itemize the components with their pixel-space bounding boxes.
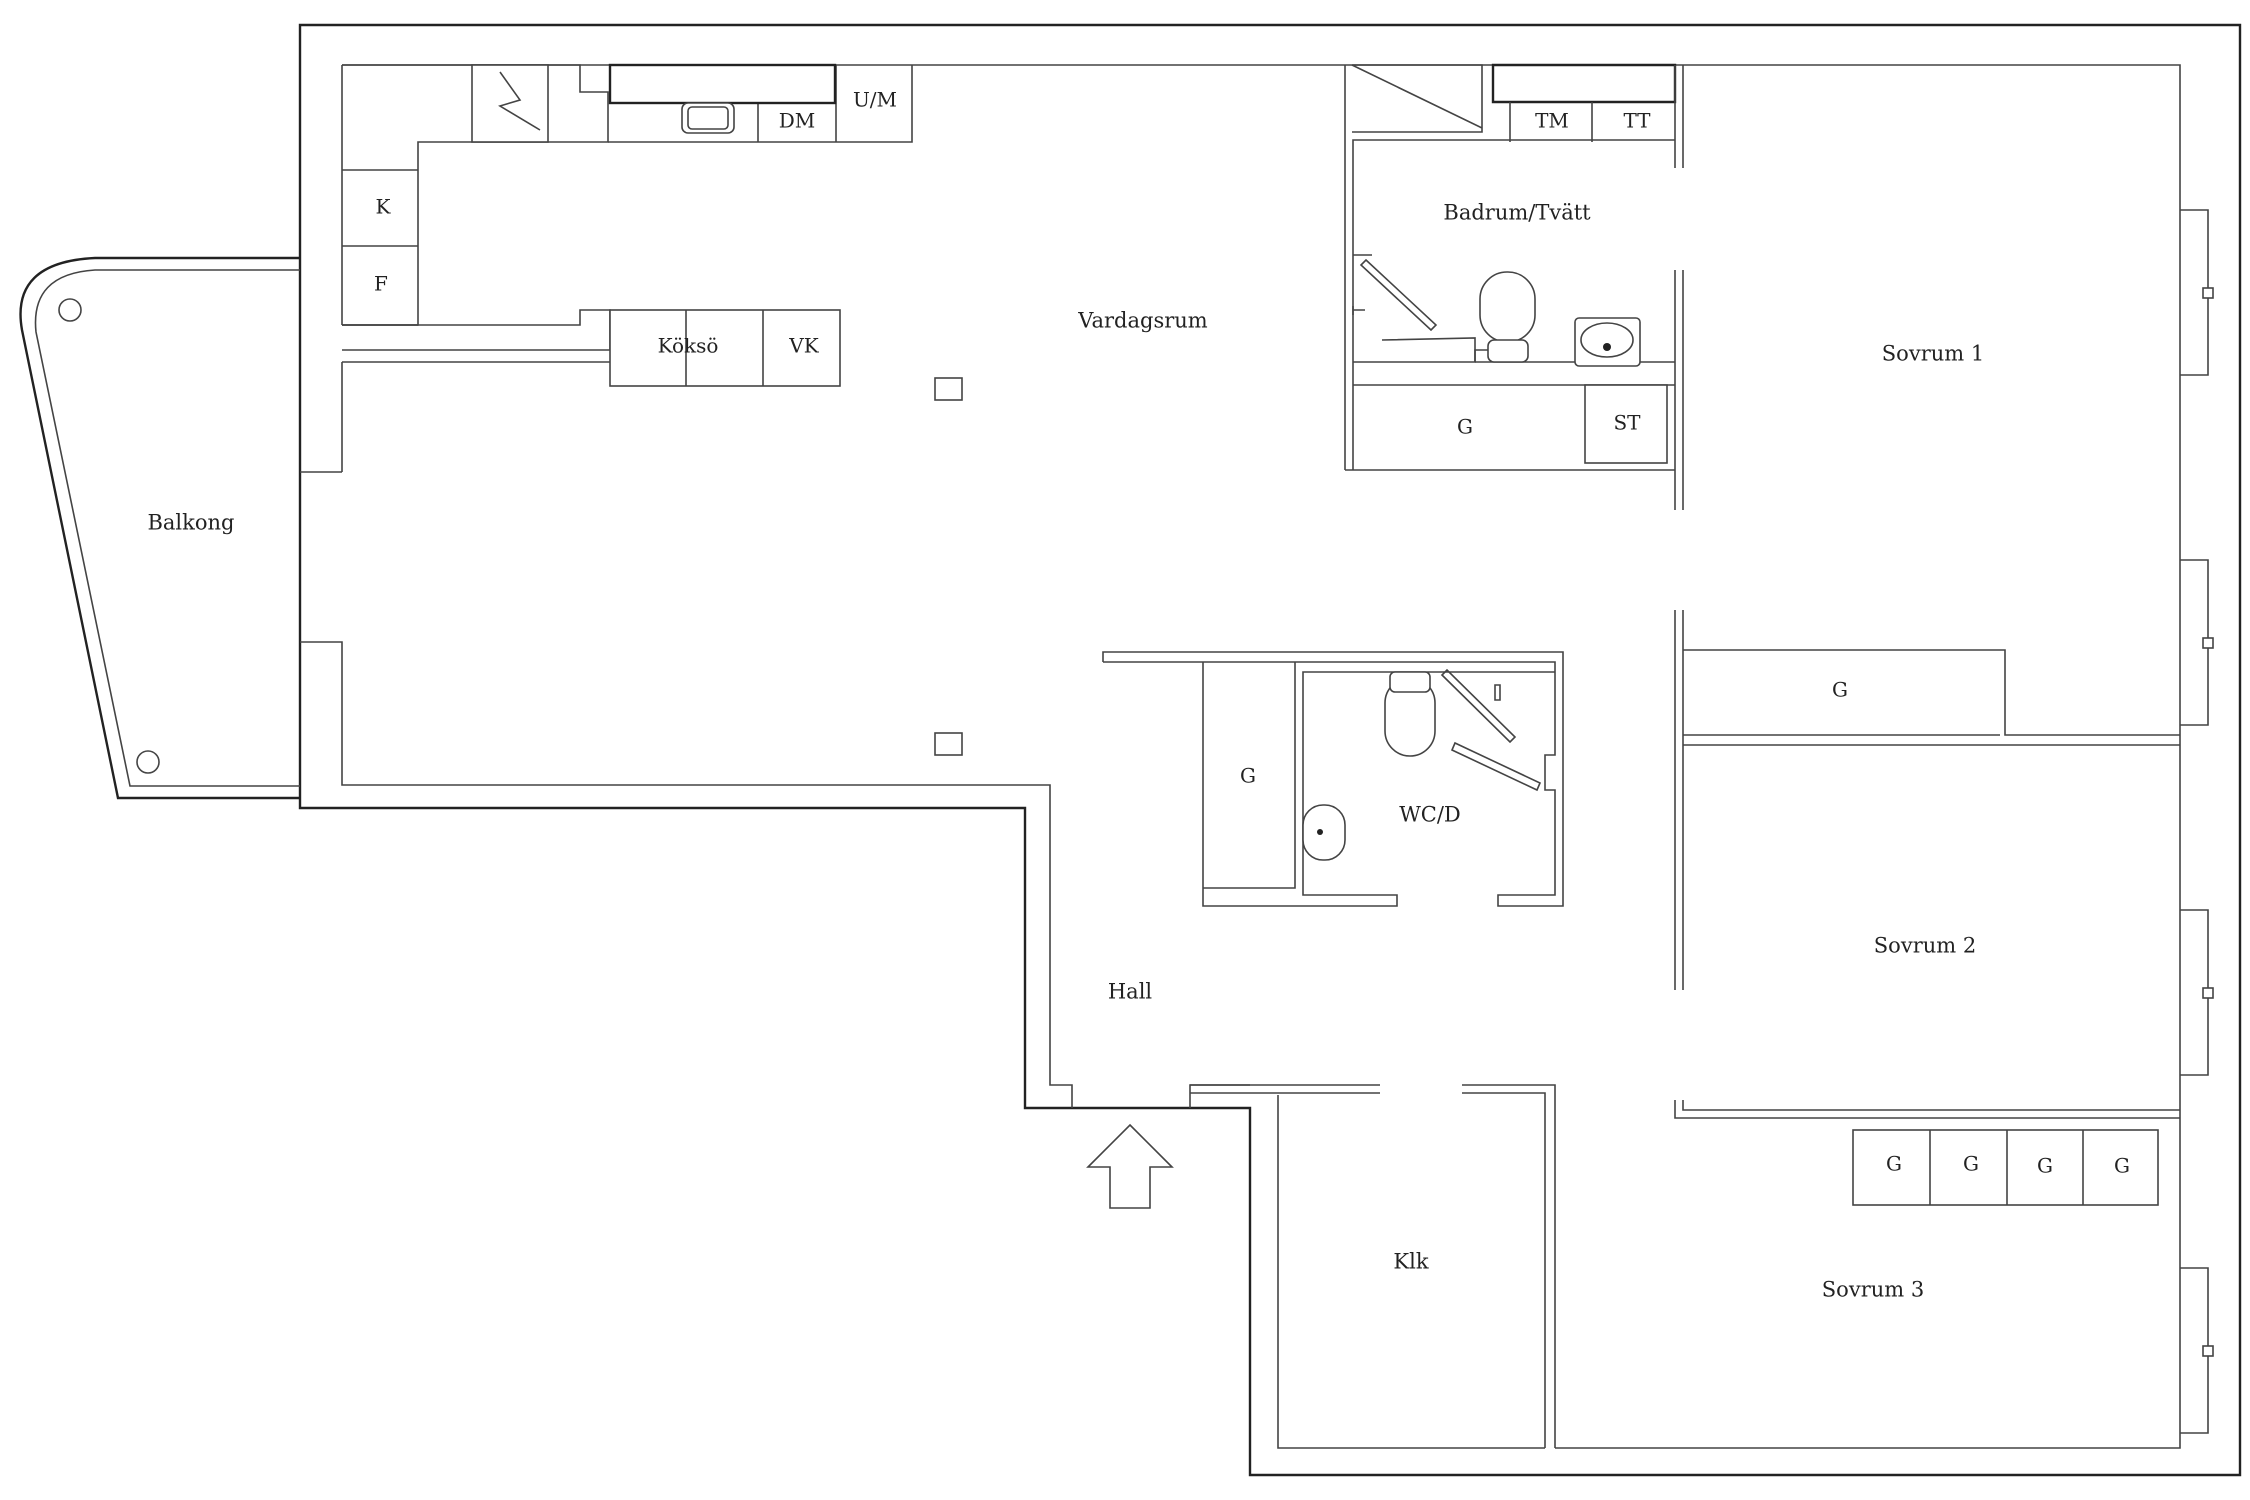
fixture-label-k: K xyxy=(376,195,392,219)
tap-icon xyxy=(1494,684,1501,701)
radiator-icon xyxy=(2202,637,2214,649)
fixture-label-g-sovrum3-4: G xyxy=(2114,1154,2130,1178)
fixture-label-vk: VK xyxy=(788,334,819,358)
klk-walls xyxy=(1190,1084,1556,1449)
room-label-badrum: Badrum/Tvätt xyxy=(1443,201,1591,225)
room-label-sovrum1: Sovrum 1 xyxy=(1882,342,1984,366)
radiator-icon xyxy=(2202,1345,2214,1357)
stove-symbol xyxy=(498,71,541,131)
radiator-icon xyxy=(2202,987,2214,999)
toilet-bowl-icon xyxy=(1487,339,1529,363)
radiator-icon xyxy=(2202,287,2214,299)
laundry-cabinet xyxy=(1584,384,1668,464)
fixture-label-tt: TT xyxy=(1623,109,1651,133)
entrance-arrow-icon xyxy=(1086,1123,1174,1209)
fixture-label-dm: DM xyxy=(779,109,816,133)
bedroom-walls xyxy=(1674,209,2214,1434)
fixture-label-g-sovrum1: G xyxy=(1832,678,1848,702)
fixture-label-um: U/M xyxy=(853,88,897,112)
wc-and-closet xyxy=(1102,651,1564,907)
wardrobe-row xyxy=(1852,1129,2159,1206)
fixture-label-g-sovrum3-2: G xyxy=(1963,1152,1979,1176)
fixture-label-tm: TM xyxy=(1535,109,1569,133)
balcony-post-icon xyxy=(58,298,82,322)
fixture-label-g-badrum: G xyxy=(1457,415,1473,439)
toilet-tank-icon xyxy=(1389,671,1431,693)
room-label-klk: Klk xyxy=(1393,1250,1428,1274)
outer-walls xyxy=(298,23,2242,1477)
kitchen-island xyxy=(609,309,841,387)
column-icon xyxy=(934,377,963,401)
sink-basin-icon xyxy=(687,106,729,130)
room-label-vardagsrum: Vardagsrum xyxy=(1077,309,1208,333)
room-label-hall: Hall xyxy=(1108,980,1153,1004)
kitchen xyxy=(342,63,963,756)
fixture-label-f: F xyxy=(374,272,388,296)
drain-icon xyxy=(1603,343,1611,351)
room-label-wc: WC/D xyxy=(1399,803,1461,827)
fixture-label-st: ST xyxy=(1613,411,1641,435)
fixture-label-g-sovrum3-3: G xyxy=(2037,1154,2053,1178)
washbasin-icon xyxy=(1302,804,1346,861)
room-label-balkong: Balkong xyxy=(147,511,234,535)
kitchen-counter xyxy=(608,63,837,105)
room-label-sovrum3: Sovrum 3 xyxy=(1822,1278,1924,1302)
bathroom-laundry xyxy=(1344,63,1684,510)
fixture-label-g-hall: G xyxy=(1240,764,1256,788)
fixture-label-g-sovrum3-1: G xyxy=(1886,1152,1902,1176)
toilet-icon xyxy=(1479,271,1536,343)
shower-head-icon xyxy=(1352,306,1365,315)
fixture-label-kokso: Köksö xyxy=(658,334,719,358)
balcony-post-icon xyxy=(136,750,160,774)
washbasin-icon xyxy=(1574,317,1641,367)
balcony xyxy=(19,256,300,800)
room-label-sovrum2: Sovrum 2 xyxy=(1874,934,1976,958)
column-icon xyxy=(934,732,963,756)
